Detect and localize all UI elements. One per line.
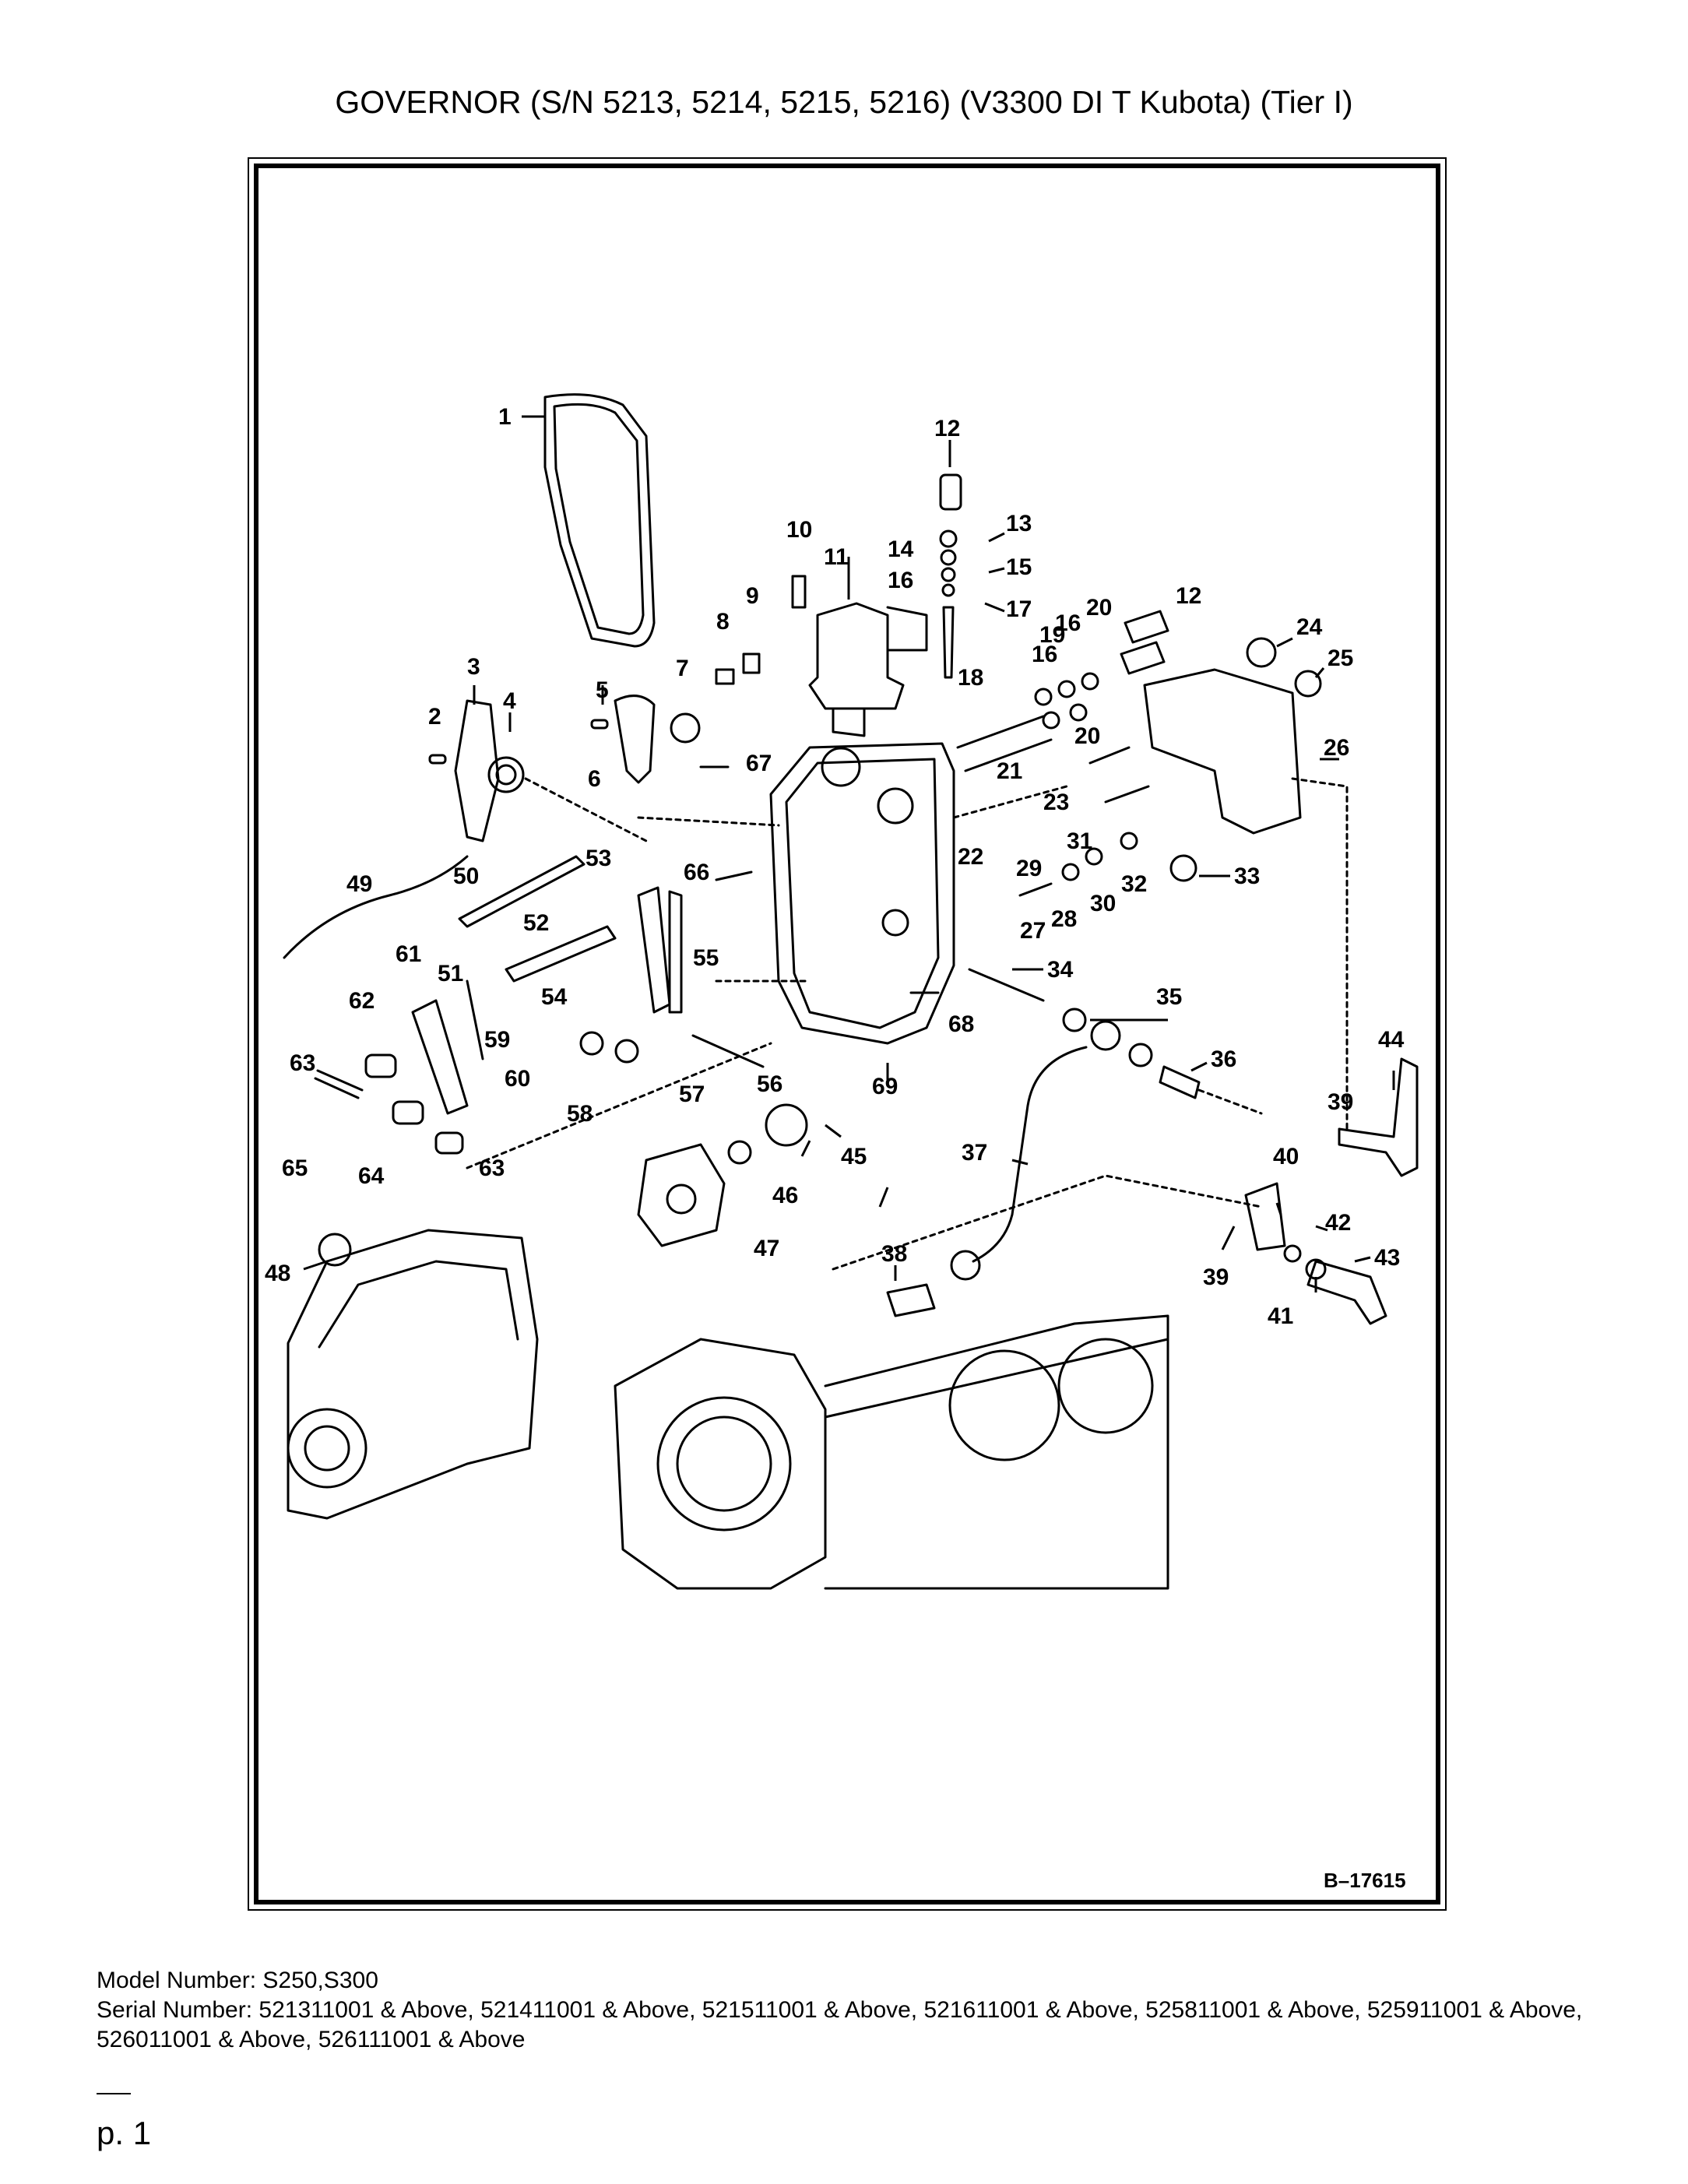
callout-label: 20 — [1086, 595, 1112, 621]
callout-label: 13 — [1006, 511, 1032, 536]
callout-label: 52 — [523, 910, 549, 936]
callout-label: 6 — [588, 766, 601, 792]
callout-label: 38 — [881, 1241, 907, 1267]
callout-label: 16 — [1032, 642, 1057, 667]
callout-label: 16 — [1055, 610, 1081, 636]
callout-label: 67 — [746, 751, 772, 776]
callout-label: 9 — [746, 583, 759, 609]
page-rule — [97, 2093, 131, 2094]
callout-label: 4 — [503, 688, 516, 714]
gasket-outline — [543, 393, 656, 648]
callout-label: 47 — [754, 1236, 779, 1261]
serial-number: Serial Number: 521311001 & Above, 521411… — [97, 1997, 1583, 2052]
callout-label: 63 — [290, 1050, 315, 1076]
callout-label: 69 — [872, 1074, 898, 1099]
callout-label: 55 — [693, 945, 719, 971]
callout-label: 25 — [1328, 645, 1353, 671]
page-number: p. 1 — [97, 2115, 152, 2151]
callout-label: 65 — [282, 1155, 308, 1181]
callout-label: 27 — [1020, 918, 1046, 944]
callout-label: 48 — [265, 1261, 290, 1286]
callout-label: 15 — [1006, 554, 1032, 580]
callout-label: 8 — [716, 609, 730, 635]
callout-label: 41 — [1268, 1303, 1293, 1329]
callout-label: 34 — [1047, 957, 1074, 983]
callout-label: 66 — [684, 860, 709, 885]
callout-label: 39 — [1203, 1264, 1229, 1290]
callout-label: 61 — [396, 941, 421, 967]
callout-label: 16 — [888, 568, 913, 593]
page-title: GOVERNOR (S/N 5213, 5214, 5215, 5216) (V… — [335, 84, 1353, 120]
callout-label: 62 — [349, 988, 375, 1014]
callout-label: 37 — [962, 1140, 987, 1166]
callout-label: 53 — [586, 846, 611, 871]
callout-label: 43 — [1374, 1245, 1400, 1271]
callout-label: 42 — [1325, 1210, 1351, 1236]
callout-label: 20 — [1074, 723, 1100, 749]
callout-label: 57 — [679, 1081, 705, 1107]
callout-label: 56 — [757, 1071, 782, 1097]
callout-label: 3 — [467, 654, 480, 680]
callout-label: 10 — [786, 517, 812, 543]
part-callouts: 1 2 3 4 5 6 7 8 9 10 11 12 12 13 14 15 1… — [265, 404, 1405, 1329]
callout-label: 19 — [1039, 622, 1065, 648]
diagram-frame — [254, 164, 1440, 1904]
callout-label: 39 — [1328, 1089, 1353, 1115]
callout-label: 26 — [1324, 735, 1349, 761]
callout-label: 64 — [358, 1163, 385, 1189]
callout-label: 50 — [453, 863, 479, 889]
callout-label: 46 — [772, 1183, 798, 1208]
model-number: Model Number: S250,S300 — [97, 1968, 378, 1993]
callout-label: 14 — [888, 536, 914, 562]
callout-label: 60 — [505, 1066, 530, 1092]
callout-label: 30 — [1090, 891, 1116, 916]
callout-label: 35 — [1156, 984, 1182, 1010]
drawing-id: B–17615 — [1324, 1869, 1406, 1892]
callout-label: 58 — [567, 1101, 593, 1127]
callout-label: 51 — [438, 961, 463, 986]
callout-label: 22 — [958, 844, 983, 870]
callout-label: 36 — [1211, 1046, 1236, 1072]
diagram-frame-outer — [248, 157, 1447, 1911]
callout-label: 11 — [824, 544, 849, 570]
callout-label: 49 — [346, 871, 372, 897]
footer: Model Number: S250,S300 Serial Number: 5… — [97, 1966, 1607, 2055]
callout-label: 24 — [1296, 614, 1323, 640]
callout-label: 1 — [498, 404, 512, 430]
callout-label: 29 — [1016, 856, 1042, 881]
callout-label: 12 — [1176, 583, 1201, 609]
callout-label: 68 — [948, 1011, 974, 1037]
callout-label: 2 — [428, 704, 441, 730]
callout-label: 59 — [484, 1027, 510, 1053]
callout-label: 40 — [1273, 1144, 1299, 1169]
callout-label: 12 — [934, 416, 960, 441]
callout-label: 17 — [1006, 596, 1032, 622]
callout-label: 7 — [676, 656, 689, 681]
callout-label: 63 — [479, 1155, 505, 1181]
callout-label: 21 — [997, 758, 1022, 784]
callout-label: 28 — [1051, 906, 1077, 932]
callout-label: 54 — [541, 984, 568, 1010]
callout-label: 32 — [1121, 871, 1147, 897]
callout-label: 31 — [1067, 828, 1092, 854]
callout-label: 5 — [596, 677, 609, 703]
callout-label: 44 — [1378, 1027, 1405, 1053]
callout-label: 33 — [1234, 863, 1260, 889]
callout-label: 45 — [841, 1144, 867, 1169]
callout-label: 23 — [1043, 790, 1069, 815]
callout-label: 18 — [958, 665, 983, 691]
